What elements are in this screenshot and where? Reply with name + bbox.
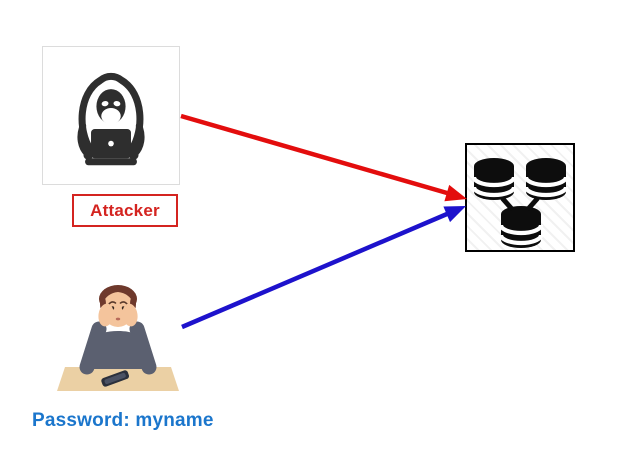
attacker-label: Attacker	[72, 194, 178, 227]
attacker-image-box	[42, 46, 180, 185]
attacker-label-text: Attacker	[90, 200, 160, 220]
database-box	[465, 143, 575, 252]
hacker-with-laptop-icon	[77, 72, 145, 166]
password-caption: Password: myname	[32, 410, 214, 431]
database-cluster-icon	[467, 145, 573, 250]
attacker-to-database-arrow	[180, 113, 467, 202]
worried-person-at-desk-icon	[57, 285, 179, 391]
phone-icon	[101, 370, 130, 387]
user-to-database-arrow	[181, 206, 466, 330]
